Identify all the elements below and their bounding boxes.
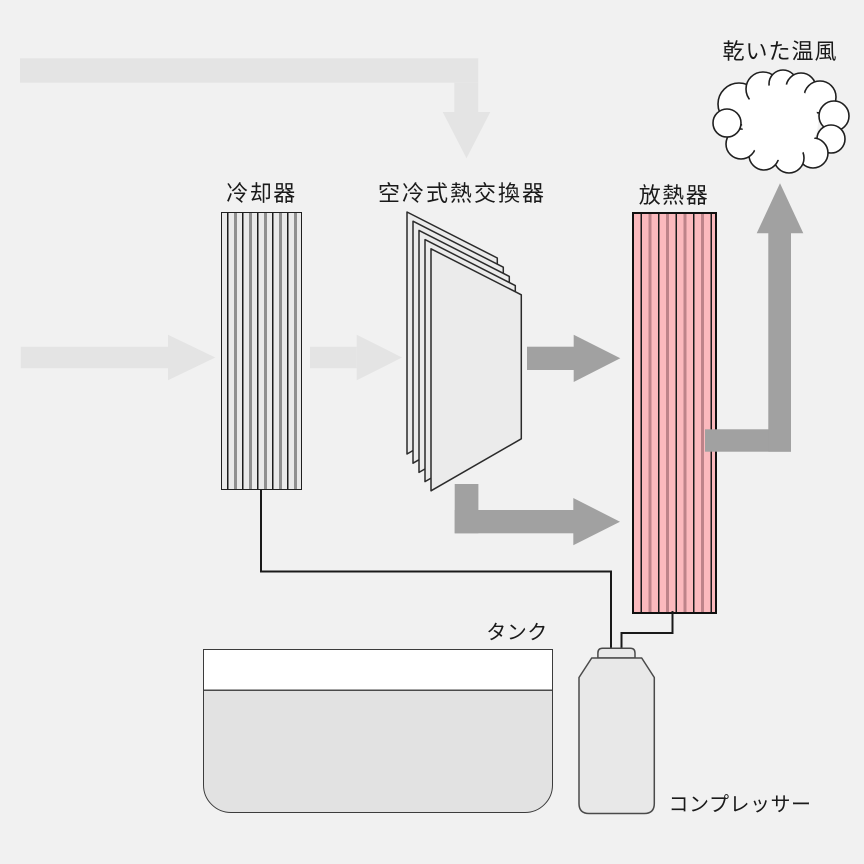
cooler-coil bbox=[220, 211, 302, 490]
pipe-cooler-to-compressor bbox=[260, 490, 612, 650]
compressor-body bbox=[578, 647, 656, 815]
intake-air-arrow-mid bbox=[310, 334, 402, 381]
intake-air-arrow-left bbox=[20, 334, 216, 381]
heat-exchanger-plates bbox=[406, 211, 523, 492]
radiator-label: 放熱器 bbox=[638, 183, 710, 208]
exhaust-air-up-arrow bbox=[705, 183, 804, 452]
heated-air-elbow-arrow-lower bbox=[454, 484, 620, 546]
compressor-label: コンプレッサー bbox=[668, 794, 812, 816]
pipe-radiator-to-compressor bbox=[620, 611, 674, 650]
radiator-coil bbox=[632, 211, 717, 614]
tank-label: タンク bbox=[486, 622, 548, 644]
cooler-label: 冷却器 bbox=[226, 181, 297, 206]
dry-warm-air-label: 乾いた温風 bbox=[722, 39, 838, 64]
heated-air-arrow-upper bbox=[527, 334, 621, 382]
cloud-icon bbox=[712, 69, 850, 174]
heat-exchanger-label: 空冷式熱交換器 bbox=[377, 181, 547, 206]
water-tank bbox=[203, 648, 553, 813]
compressor-cap bbox=[597, 647, 636, 659]
intake-air-down-arrow bbox=[20, 58, 491, 159]
